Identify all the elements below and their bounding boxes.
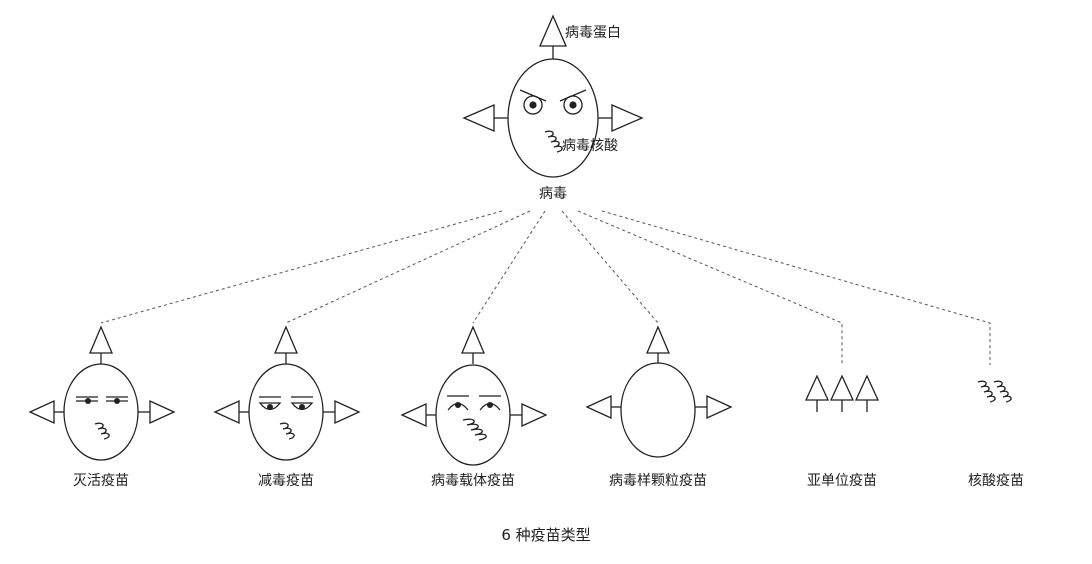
connector-attenuated — [285, 210, 531, 324]
nucleic-acid-coil-icon — [977, 380, 996, 403]
pupil-left — [455, 402, 461, 408]
spike-right-icon — [706, 394, 733, 420]
pupil-right — [569, 101, 577, 109]
vaccine-vlp: 病毒样颗粒疫苗 — [585, 325, 733, 489]
connector-inactivated — [100, 210, 503, 324]
vaccine-attenuated: 减毒疫苗 — [213, 325, 361, 489]
pupil-left — [529, 101, 537, 109]
connector-nucleic — [601, 210, 991, 365]
nucleic-acid-coil-icon — [279, 422, 295, 440]
spike-top-icon — [461, 325, 485, 354]
nucleic-acid-coil-icon — [94, 422, 110, 440]
vaccine-nucleic-acid: 核酸疫苗 — [968, 380, 1024, 489]
figure-caption: 6 种疫苗类型 — [501, 526, 590, 544]
connector-subunit — [577, 210, 843, 365]
vaccine-label: 灭活疫苗 — [73, 473, 129, 489]
spike-top-icon — [539, 14, 567, 47]
spike-right-icon — [521, 402, 548, 428]
connector-vector — [472, 210, 546, 324]
spike-top-icon — [274, 325, 298, 354]
spike-left-icon — [213, 399, 240, 425]
nucleic-acid-coil-icon — [544, 130, 563, 153]
spike-left-icon — [400, 402, 427, 428]
spike-left-icon — [28, 399, 55, 425]
spike-top-icon — [646, 325, 670, 354]
eye-right-icon — [563, 95, 583, 115]
vaccine-inactivated: 灭活疫苗 — [28, 325, 176, 489]
nucleic-acid-coil-icon — [993, 380, 1012, 403]
vaccine-label: 核酸疫苗 — [968, 473, 1024, 489]
connector-vlp — [561, 210, 659, 324]
eye-dot — [85, 398, 91, 404]
vaccine-subunit: 亚单位疫苗 — [804, 374, 880, 489]
spike-right-icon — [334, 399, 361, 425]
connectors — [100, 210, 991, 365]
spike-right-icon — [149, 399, 176, 425]
protein-label: 病毒蛋白 — [565, 25, 621, 41]
eye-left-icon — [523, 95, 543, 115]
vaccine-label: 亚单位疫苗 — [807, 473, 877, 489]
nucleic-acid-coil-icon — [462, 418, 487, 441]
spike-top-icon — [89, 325, 113, 354]
vaccine-label: 病毒样颗粒疫苗 — [609, 473, 707, 489]
eye-dot — [114, 398, 120, 404]
pupil-left — [267, 404, 273, 410]
pupil-right — [299, 404, 305, 410]
protein-spike-icon — [829, 374, 855, 401]
vaccine-label: 减毒疫苗 — [258, 473, 314, 489]
pupil-right — [487, 402, 493, 408]
spike-left-icon — [585, 394, 612, 420]
spike-left-icon — [462, 104, 495, 132]
nucleic-label: 病毒核酸 — [562, 138, 618, 154]
virus-body — [63, 363, 139, 461]
virus-body — [248, 363, 324, 461]
virus-body-empty — [620, 362, 696, 458]
protein-spike-icon — [804, 374, 830, 401]
spike-right-icon — [611, 104, 644, 132]
virus-label: 病毒 — [539, 186, 567, 202]
virus-body — [507, 58, 599, 178]
vaccine-label: 病毒载体疫苗 — [431, 473, 515, 489]
vaccine-viral-vector: 病毒载体疫苗 — [400, 325, 548, 489]
virus-figure: 病毒蛋白 病毒核酸 病毒 — [462, 14, 644, 202]
protein-spike-icon — [854, 374, 880, 401]
virus-body — [435, 364, 511, 466]
